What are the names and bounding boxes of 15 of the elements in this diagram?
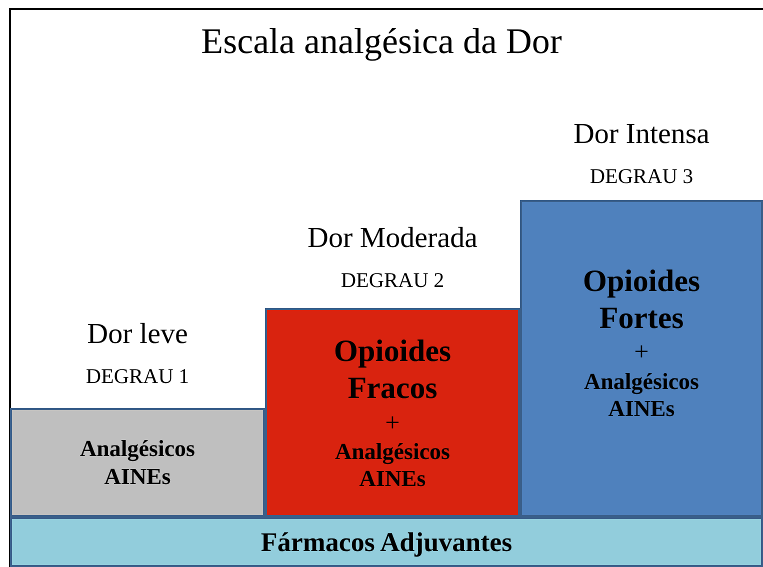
step-label: DEGRAU 2 <box>340 268 446 293</box>
plus-sign: + <box>385 406 400 438</box>
step-label: DEGRAU 3 <box>588 164 694 189</box>
step-text: Fármacos Adjuvantes <box>260 526 512 558</box>
step-text: Opioides Fracos <box>332 332 452 406</box>
step-text: Analgésicos AINEs <box>334 438 451 493</box>
plus-sign: + <box>634 336 649 368</box>
step-heading: Dor Moderada <box>306 222 478 255</box>
step-text: Analgésicos AINEs <box>583 368 700 423</box>
step-text: Opioides Fortes <box>582 262 702 336</box>
step-heading: Dor leve <box>86 318 189 351</box>
diagram-title: Escala analgésica da Dor <box>200 20 563 62</box>
step-text: Analgésicos AINEs <box>79 434 196 490</box>
step-label: DEGRAU 1 <box>84 364 190 389</box>
step-heading: Dor Intensa <box>572 118 711 151</box>
